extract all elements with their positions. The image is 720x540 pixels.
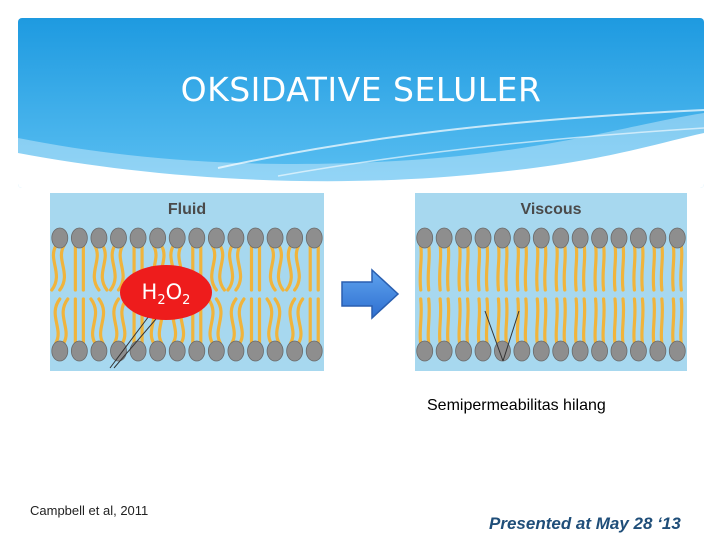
viscous-label: Viscous xyxy=(520,201,582,218)
viscous-membrane-image: Viscous xyxy=(415,193,687,371)
h2o2-h: H xyxy=(141,280,158,304)
h2o2-badge: H2O2 xyxy=(120,265,212,320)
title-banner: OKSIDATIVE SELULER xyxy=(18,18,704,188)
slide-title: OKSIDATIVE SELULER xyxy=(180,70,542,109)
presented-date: Presented at May 28 ‘13 xyxy=(489,514,681,533)
right-arrow-icon xyxy=(340,268,400,325)
fluid-label: Fluid xyxy=(167,201,207,218)
citation: Campbell et al, 2011 xyxy=(30,503,149,518)
caption: Semipermeabilitas hilang xyxy=(427,397,606,414)
h2o2-o: O xyxy=(165,280,183,304)
h2o2-sub-2a: 2 xyxy=(157,293,166,308)
h2o2-sub-2b: 2 xyxy=(182,293,191,308)
